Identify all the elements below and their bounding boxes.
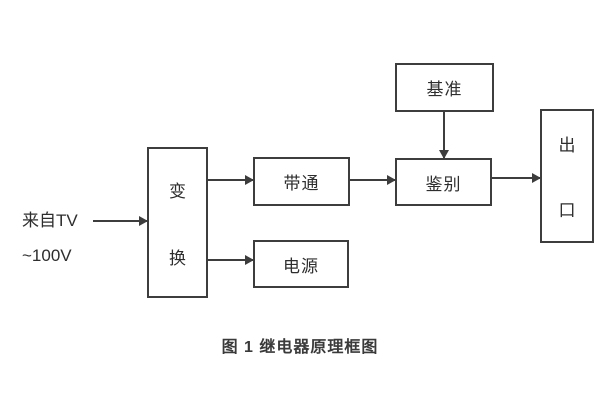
figure-caption: 图 1 继电器原理框图 bbox=[221, 339, 379, 356]
arrow-discriminator-to-output bbox=[492, 173, 541, 183]
block-discriminator-label: 鉴别 bbox=[425, 174, 462, 194]
arrow-bandpass-to-discriminator bbox=[350, 175, 396, 185]
block-power-label: 电源 bbox=[283, 256, 319, 276]
block-power-supply: 电源 bbox=[253, 240, 349, 288]
input-source-label: 来自TV ~100V bbox=[22, 203, 78, 273]
block-reference-label: 基准 bbox=[426, 80, 463, 99]
input-source-line1: 来自TV bbox=[22, 211, 78, 230]
block-transform-char1: 变 bbox=[169, 181, 186, 201]
block-output-char1: 出 bbox=[558, 136, 576, 155]
arrow-transform-to-power bbox=[208, 255, 254, 265]
block-bandpass-label: 带通 bbox=[283, 174, 320, 193]
block-bandpass: 带通 bbox=[253, 157, 350, 206]
arrow-transform-to-bandpass bbox=[208, 175, 254, 185]
block-discriminator: 鉴别 bbox=[395, 158, 492, 206]
arrow-input-to-transform bbox=[93, 216, 148, 226]
block-transform: 变 换 bbox=[147, 147, 208, 298]
block-transform-char2: 换 bbox=[169, 248, 186, 268]
input-source-line2: ~100V bbox=[22, 246, 72, 265]
block-output: 出 口 bbox=[540, 109, 594, 243]
block-reference: 基准 bbox=[395, 63, 494, 112]
block-output-char2: 口 bbox=[558, 201, 576, 220]
arrow-reference-to-discriminator bbox=[439, 112, 449, 159]
